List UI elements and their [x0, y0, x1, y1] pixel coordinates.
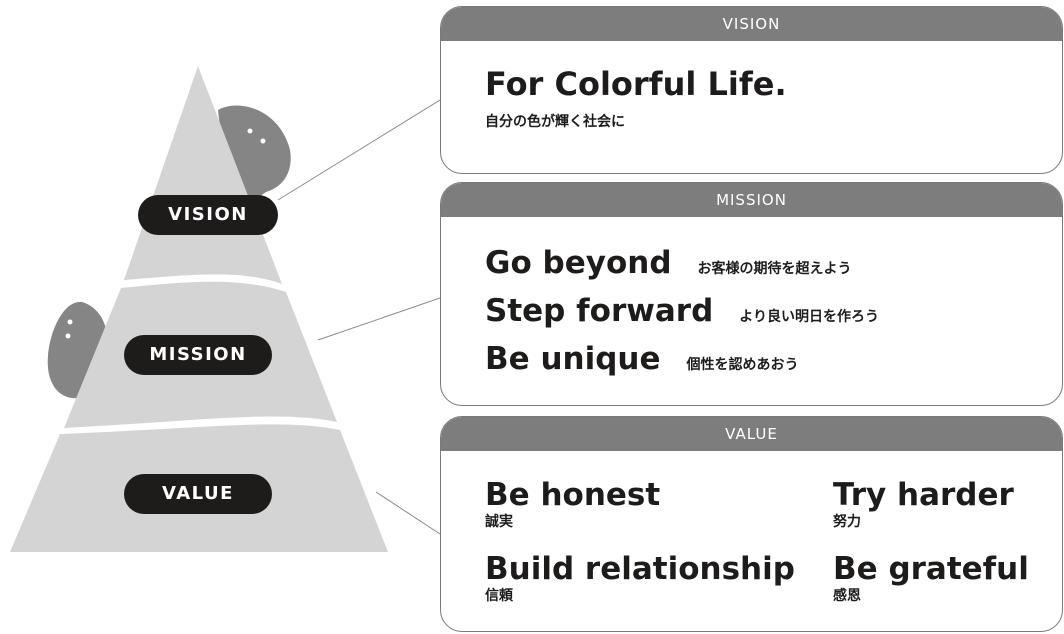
value-item-en: Be honest	[485, 477, 661, 513]
pyramid-illustration	[10, 66, 440, 552]
mission-item: Go beyond お客様の期待を超えよう	[485, 245, 852, 281]
mission-item: Step forward より良い明日を作ろう	[485, 293, 879, 329]
value-connector-line	[375, 491, 440, 535]
value-item-jp: 信頼	[485, 588, 513, 604]
mission-item: Be unique 個性を認めあおう	[485, 341, 799, 377]
value-item-en: Be grateful	[833, 551, 1029, 587]
value-item-en: Try harder	[833, 477, 1014, 513]
value-item-jp: 努力	[833, 514, 861, 530]
vision-card: VISION For Colorful Life. 自分の色が輝く社会に	[440, 6, 1063, 174]
value-item-jp: 誠実	[485, 514, 513, 530]
value-item: Build relationship 信頼	[485, 551, 795, 605]
value-card: VALUE Be honest 誠実 Try harder 努力 Build r…	[440, 416, 1063, 632]
value-pill-label: VALUE	[124, 474, 272, 514]
mission-item-en: Go beyond	[485, 245, 672, 281]
mission-card: MISSION Go beyond お客様の期待を超えよう Step forwar…	[440, 182, 1063, 406]
value-item: Be honest 誠実	[485, 477, 660, 531]
mission-item-en: Be unique	[485, 341, 661, 377]
value-item-jp: 感恩	[833, 588, 861, 604]
mission-card-header: MISSION	[441, 183, 1062, 217]
vision-card-header: VISION	[441, 7, 1062, 41]
mission-connector-line	[317, 297, 440, 341]
vision-title: For Colorful Life.	[485, 65, 787, 103]
vision-pill-label: VISION	[138, 195, 278, 235]
mission-item-jp: 個性を認めあおう	[686, 357, 799, 373]
value-item: Try harder 努力	[833, 477, 1014, 531]
mission-item-jp: より良い明日を作ろう	[739, 309, 879, 325]
vision-connector-line	[277, 99, 440, 201]
value-item-en: Build relationship	[485, 551, 795, 587]
mission-item-jp: お客様の期待を超えよう	[697, 261, 852, 277]
vision-subtitle: 自分の色が輝く社会に	[485, 114, 625, 130]
value-item: Be grateful 感恩	[833, 551, 1029, 605]
value-card-header: VALUE	[441, 417, 1062, 451]
mission-item-en: Step forward	[485, 293, 714, 329]
mission-pill-label: MISSION	[124, 335, 272, 375]
